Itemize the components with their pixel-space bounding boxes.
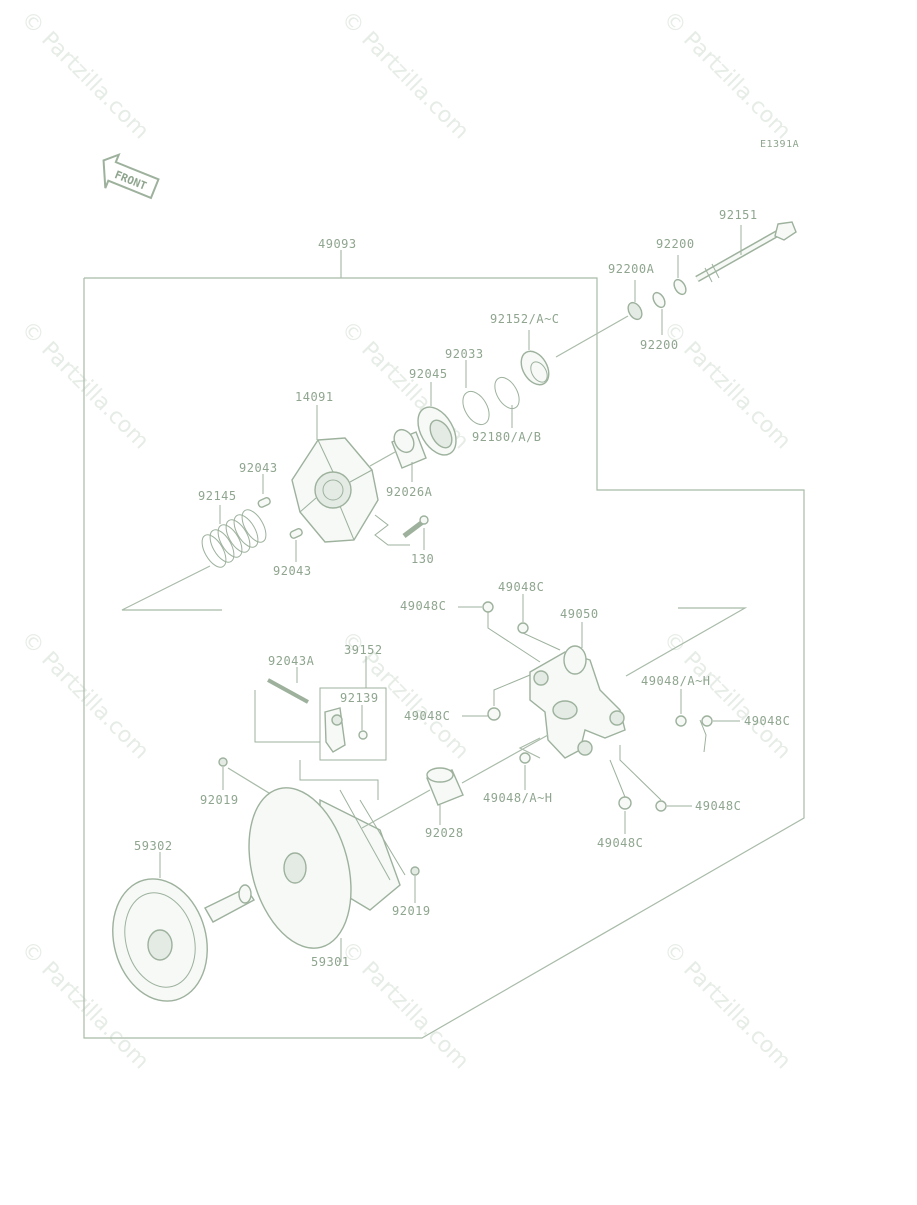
ball-92019-lower bbox=[410, 866, 420, 876]
assembly-outline bbox=[83, 250, 805, 1039]
label-49048-a-h: 49048/A~H bbox=[641, 674, 711, 688]
label-92145: 92145 bbox=[198, 489, 237, 503]
watermark: © Partzilla.com bbox=[16, 627, 154, 765]
label-92043: 92043 bbox=[239, 461, 278, 475]
screw-130 bbox=[374, 514, 429, 550]
label-39152: 39152 bbox=[344, 643, 383, 657]
ball-92019-upper bbox=[218, 757, 228, 767]
watermark: © Partzilla.com bbox=[336, 7, 474, 145]
label-49048C: 49048C bbox=[695, 799, 741, 813]
watermark: © Partzilla.com bbox=[336, 937, 474, 1075]
spider-49050 bbox=[518, 607, 748, 759]
pin-92043-upper bbox=[257, 497, 271, 508]
label-92043: 92043 bbox=[273, 564, 312, 578]
washer-92200A bbox=[627, 301, 643, 321]
bushing-92026A bbox=[391, 428, 427, 482]
label-92033: 92033 bbox=[445, 347, 484, 361]
label-49048C: 49048C bbox=[744, 714, 790, 728]
label-92200: 92200 bbox=[640, 338, 679, 352]
shim-92180 bbox=[494, 376, 520, 410]
pin-92043-lower bbox=[289, 528, 303, 539]
diagram-code: E1391A bbox=[760, 139, 799, 150]
watermark: © Partzilla.com bbox=[658, 627, 796, 765]
label-92151: 92151 bbox=[719, 208, 758, 222]
label-92200A: 92200A bbox=[608, 262, 655, 276]
label-92045: 92045 bbox=[409, 367, 448, 381]
label-14091: 14091 bbox=[295, 390, 334, 404]
circlip-92033 bbox=[462, 390, 490, 426]
label-59301: 59301 bbox=[311, 955, 350, 969]
label-59302: 59302 bbox=[134, 839, 173, 853]
label-49048C: 49048C bbox=[404, 709, 450, 723]
label-49048C: 49048C bbox=[400, 599, 446, 613]
label-92180: 92180/A/B bbox=[472, 430, 542, 444]
label-92019: 92019 bbox=[392, 904, 431, 918]
watermark: © Partzilla.com bbox=[658, 7, 796, 145]
slider-49048C-group bbox=[458, 594, 740, 834]
sheave-59301 bbox=[248, 787, 431, 962]
label-92200: 92200 bbox=[656, 237, 695, 251]
cover-14091 bbox=[291, 405, 396, 543]
bushing-92152 bbox=[520, 315, 629, 386]
bearing-92045 bbox=[417, 382, 457, 456]
label-92028: 92028 bbox=[425, 826, 464, 840]
bushing-92028 bbox=[426, 734, 549, 825]
front-arrow-icon: FRONT bbox=[102, 152, 160, 200]
watermark: © Partzilla.com bbox=[658, 937, 796, 1075]
part-labels: 49093 92151 92200 92200A 92200 92152/A~C… bbox=[134, 208, 790, 969]
spring-92145 bbox=[121, 505, 267, 611]
label-92152: 92152/A~C bbox=[490, 312, 560, 326]
label-92026A: 92026A bbox=[386, 485, 433, 499]
label-49048C: 49048C bbox=[597, 836, 643, 850]
label-92043A: 92043A bbox=[268, 654, 315, 668]
pin-92043A bbox=[254, 667, 320, 743]
sheave-59302 bbox=[112, 852, 256, 1002]
label-130: 130 bbox=[411, 552, 434, 566]
label-49050: 49050 bbox=[560, 607, 599, 621]
bolt-92151 bbox=[695, 221, 797, 283]
washer-92200-lower bbox=[652, 291, 666, 309]
label-49048-a-h: 49048/A~H bbox=[483, 791, 553, 805]
watermark: © Partzilla.com bbox=[16, 317, 154, 455]
washer-92200 bbox=[673, 278, 687, 296]
label-49048C: 49048C bbox=[498, 580, 544, 594]
label-49093: 49093 bbox=[318, 237, 357, 251]
watermark: © Partzilla.com bbox=[16, 7, 154, 145]
label-92139: 92139 bbox=[340, 691, 379, 705]
arm-39152 bbox=[299, 656, 387, 800]
label-92019: 92019 bbox=[200, 793, 239, 807]
